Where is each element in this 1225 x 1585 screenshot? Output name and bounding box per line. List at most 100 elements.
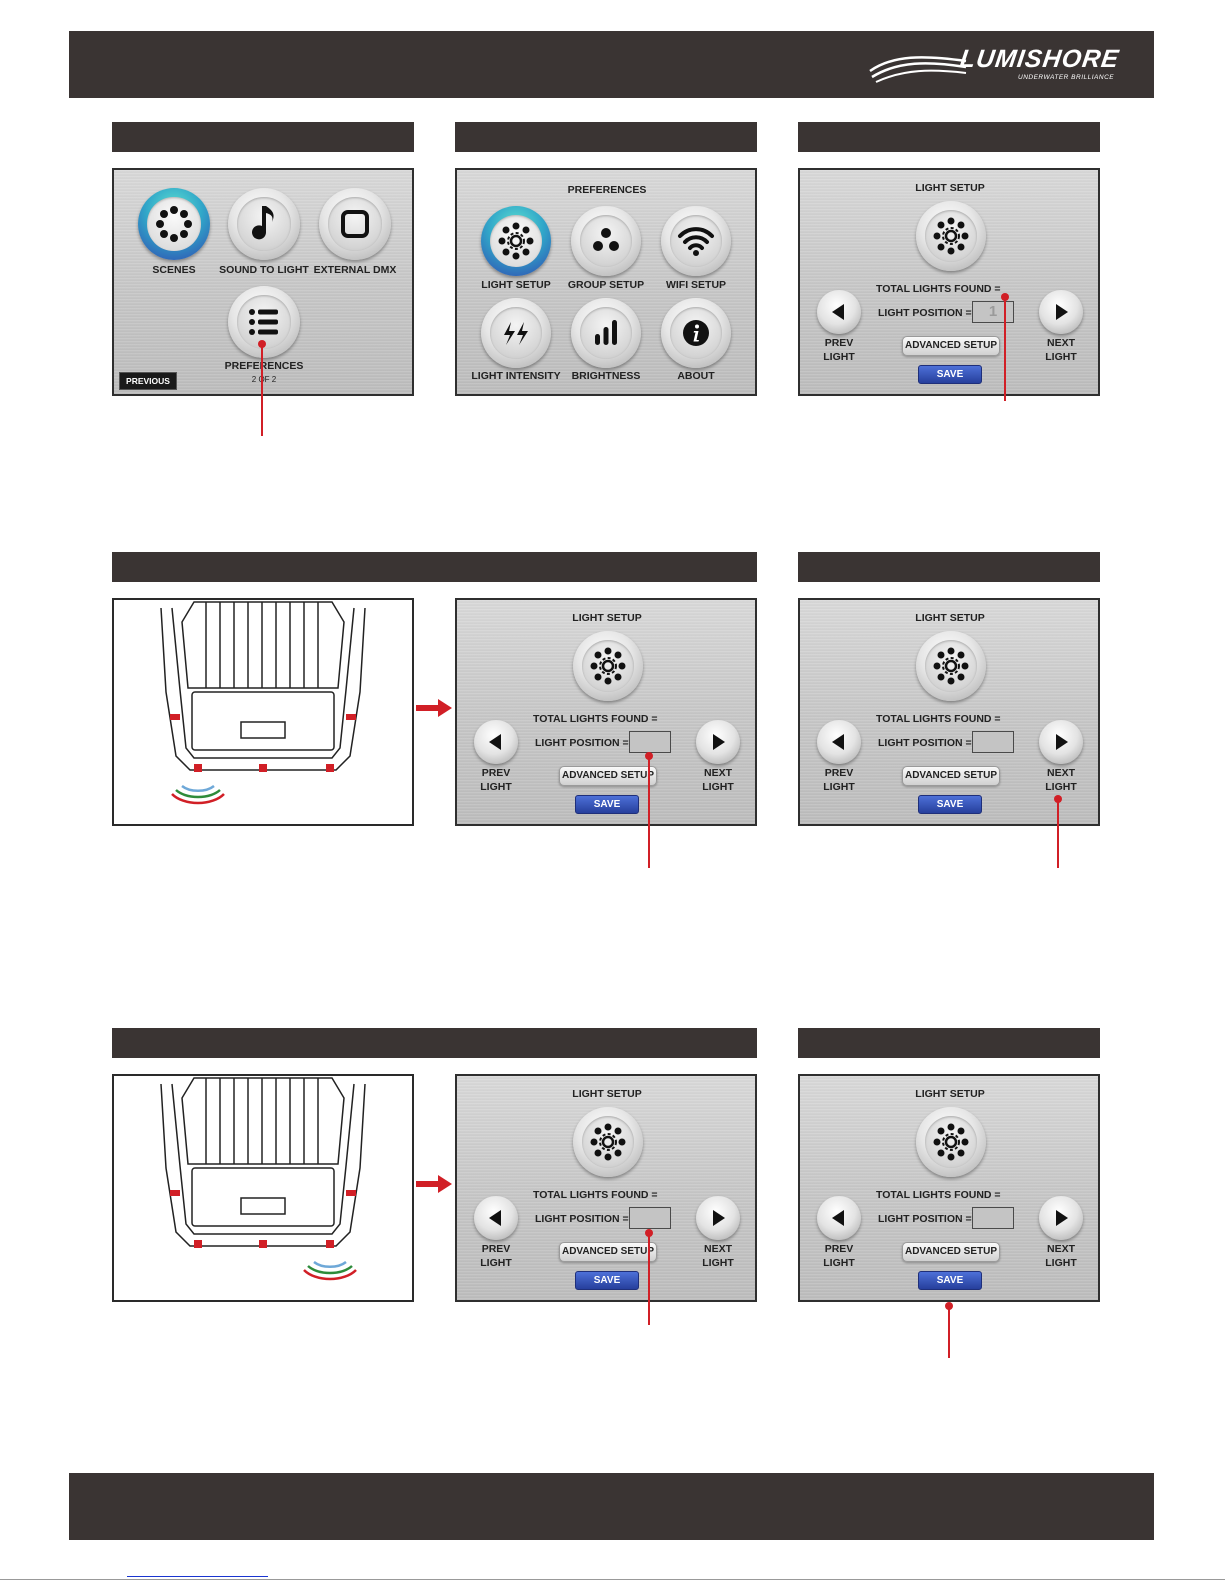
next-light-button[interactable] — [696, 720, 740, 764]
group-setup-button[interactable] — [571, 206, 641, 276]
step-bar-2 — [455, 122, 757, 152]
total-lights-found-label: TOTAL LIGHTS FOUND = — [876, 713, 1001, 725]
scenes-label: SCENES — [152, 264, 196, 276]
next-light-label: NEXT LIGHT — [702, 767, 734, 793]
callout-line-4 — [648, 756, 650, 868]
light-setup-title: LIGHT SETUP — [572, 1088, 642, 1100]
save-button[interactable]: SAVE — [575, 795, 639, 814]
advanced-setup-button[interactable]: ADVANCED SETUP — [902, 336, 1000, 356]
header-bar: LUMISHORE UNDERWATER BRILLIANCE — [69, 31, 1154, 98]
brightness-button[interactable] — [571, 298, 641, 368]
light-setup-label: LIGHT SETUP — [481, 279, 551, 291]
light-setup-button[interactable] — [481, 206, 551, 276]
light-setup-icon — [933, 217, 969, 255]
next-light-label: NEXT LIGHT — [1045, 1243, 1077, 1269]
light-intensity-label: LIGHT INTENSITY — [471, 370, 561, 382]
right-triangle-icon — [1056, 304, 1068, 320]
light-position-label: LIGHT POSITION = — [878, 307, 972, 319]
previous-button[interactable]: PREVIOUS — [119, 372, 177, 390]
right-triangle-icon — [713, 1210, 725, 1226]
prev-light-button[interactable] — [817, 1196, 861, 1240]
total-lights-found-label: TOTAL LIGHTS FOUND = — [533, 1189, 658, 1201]
advanced-setup-button[interactable]: ADVANCED SETUP — [902, 1242, 1000, 1262]
wave-logo-icon — [869, 56, 967, 83]
about-button[interactable] — [661, 298, 731, 368]
light-setup-icon-button — [916, 631, 986, 701]
step-bar-5 — [798, 552, 1100, 582]
light-position-field[interactable] — [972, 731, 1014, 753]
wifi-icon — [678, 227, 714, 256]
preferences-label: PREFERENCES — [224, 360, 304, 372]
light-setup-title: LIGHT SETUP — [915, 1088, 985, 1100]
next-light-button[interactable] — [1039, 720, 1083, 764]
red-arrow-icon — [416, 1175, 452, 1193]
light-setup-title: LIGHT SETUP — [572, 612, 642, 624]
boat-stern-icon — [160, 601, 366, 805]
red-arrow-icon — [416, 699, 452, 717]
step-bar-3 — [798, 122, 1100, 152]
light-setup-panel-4: LIGHT SETUP TOTAL LIGHTS FOUND = LIGHT P… — [455, 1074, 757, 1302]
light-position-field[interactable]: 1 — [972, 301, 1014, 323]
light-setup-icon — [933, 647, 969, 685]
info-icon — [683, 320, 709, 346]
light-position-field[interactable] — [629, 1207, 671, 1229]
external-dmx-button[interactable] — [319, 188, 391, 260]
light-setup-title: LIGHT SETUP — [915, 182, 985, 194]
light-setup-panel-1: LIGHT SETUP TOTAL LIGHTS FOUND = LIGHT P… — [798, 168, 1100, 396]
callout-line-6 — [648, 1233, 650, 1325]
light-setup-icon — [590, 647, 626, 685]
external-dmx-label: EXTERNAL DMX — [313, 264, 397, 276]
footer-link-underline[interactable] — [127, 1576, 268, 1577]
next-light-label: NEXT LIGHT — [702, 1243, 734, 1269]
save-button[interactable]: SAVE — [918, 1271, 982, 1290]
prev-light-button[interactable] — [474, 720, 518, 764]
square-icon — [341, 210, 369, 238]
callout-line-1 — [261, 344, 263, 436]
light-setup-icon-button — [916, 201, 986, 271]
scenes-icon — [156, 206, 192, 242]
light-intensity-button[interactable] — [481, 298, 551, 368]
light-setup-title: LIGHT SETUP — [915, 612, 985, 624]
light-position-label: LIGHT POSITION = — [535, 1213, 629, 1225]
prev-light-button[interactable] — [817, 720, 861, 764]
boat-stern-icon — [160, 1077, 366, 1281]
save-button[interactable]: SAVE — [575, 1271, 639, 1290]
light-position-field[interactable] — [972, 1207, 1014, 1229]
advanced-setup-button[interactable]: ADVANCED SETUP — [559, 1242, 657, 1262]
sound-to-light-button[interactable] — [228, 188, 300, 260]
next-light-label: NEXT LIGHT — [1045, 337, 1077, 363]
next-light-button[interactable] — [696, 1196, 740, 1240]
light-setup-icon-button — [916, 1107, 986, 1177]
sound-to-light-label: SOUND TO LIGHT — [219, 264, 309, 276]
wifi-setup-button[interactable] — [661, 206, 731, 276]
bars-icon — [595, 320, 617, 345]
prev-light-label: PREV LIGHT — [823, 767, 855, 793]
preferences-button[interactable] — [228, 286, 300, 358]
save-button[interactable]: SAVE — [918, 365, 982, 384]
light-position-field[interactable] — [629, 731, 671, 753]
next-light-button[interactable] — [1039, 1196, 1083, 1240]
prev-light-button[interactable] — [474, 1196, 518, 1240]
preferences-title: PREFERENCES — [567, 184, 647, 196]
left-triangle-icon — [832, 304, 844, 320]
step-bar-6 — [112, 1028, 757, 1058]
right-triangle-icon — [1056, 1210, 1068, 1226]
prev-light-label: PREV LIGHT — [823, 1243, 855, 1269]
step-bar-7 — [798, 1028, 1100, 1058]
advanced-setup-button[interactable]: ADVANCED SETUP — [559, 766, 657, 786]
save-button[interactable]: SAVE — [918, 795, 982, 814]
brand-tagline: UNDERWATER BRILLIANCE — [1018, 74, 1115, 81]
left-triangle-icon — [489, 1210, 501, 1226]
home-screen-panel: SCENES SOUND TO LIGHT EXTERNAL DMX PREFE… — [112, 168, 414, 396]
scenes-button[interactable] — [138, 188, 210, 260]
music-note-icon — [252, 206, 274, 240]
about-label: ABOUT — [677, 370, 715, 382]
light-setup-panel-3: LIGHT SETUP TOTAL LIGHTS FOUND = LIGHT P… — [798, 598, 1100, 826]
advanced-setup-button[interactable]: ADVANCED SETUP — [902, 766, 1000, 786]
next-light-button[interactable] — [1039, 290, 1083, 334]
callout-line-5 — [1057, 799, 1059, 868]
prev-light-label: PREV LIGHT — [823, 337, 855, 363]
prev-light-button[interactable] — [817, 290, 861, 334]
step-bar-1 — [112, 122, 414, 152]
prev-light-label: PREV LIGHT — [480, 767, 512, 793]
